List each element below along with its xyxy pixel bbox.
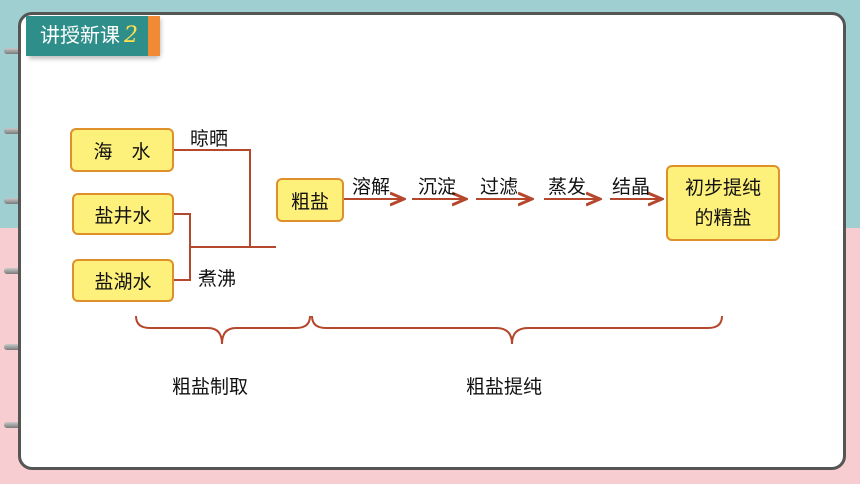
edge-label-crystallize: 结晶 — [612, 176, 651, 198]
group-label-crude-salt-making: 粗盐制取 — [172, 376, 249, 398]
brace-crude-salt-purifying — [311, 315, 723, 345]
edge-label-precipitate: 沉淀 — [418, 176, 457, 198]
node-brine-well-label: 盐井水 — [94, 204, 152, 227]
edge-label-sun-dry: 晾晒 — [190, 128, 229, 150]
edge-label-filter: 过滤 — [480, 176, 519, 198]
slide-card — [18, 12, 846, 470]
node-seawater-label: 海 水 — [93, 140, 151, 163]
connector-brine-well — [174, 213, 191, 281]
section-badge-accent — [148, 16, 160, 56]
node-salt-lake: 盐湖水 — [72, 259, 174, 302]
node-crude-salt-label: 粗盐 — [290, 190, 329, 213]
group-label-crude-salt-purifying: 粗盐提纯 — [466, 376, 543, 398]
section-badge — [26, 16, 158, 56]
node-crude-salt: 粗盐 — [276, 178, 344, 222]
node-refined-salt-line1: 初步提纯 — [684, 177, 761, 199]
node-refined-salt-line2: 的精盐 — [694, 207, 752, 229]
node-salt-lake-label: 盐湖水 — [94, 271, 152, 293]
node-brine-well: 盐井水 — [72, 193, 174, 235]
edge-label-dissolve: 溶解 — [352, 176, 391, 198]
connector-seawater — [174, 149, 251, 247]
section-badge-title: 讲授新课 — [40, 23, 120, 47]
edge-label-boil: 煮沸 — [198, 268, 237, 290]
brace-crude-salt-making — [135, 315, 311, 345]
node-refined-salt: 初步提纯 的精盐 — [666, 165, 780, 241]
section-badge-number: 2 — [124, 23, 138, 48]
node-seawater: 海 水 — [70, 128, 174, 172]
edge-label-evaporate: 蒸发 — [548, 176, 587, 198]
